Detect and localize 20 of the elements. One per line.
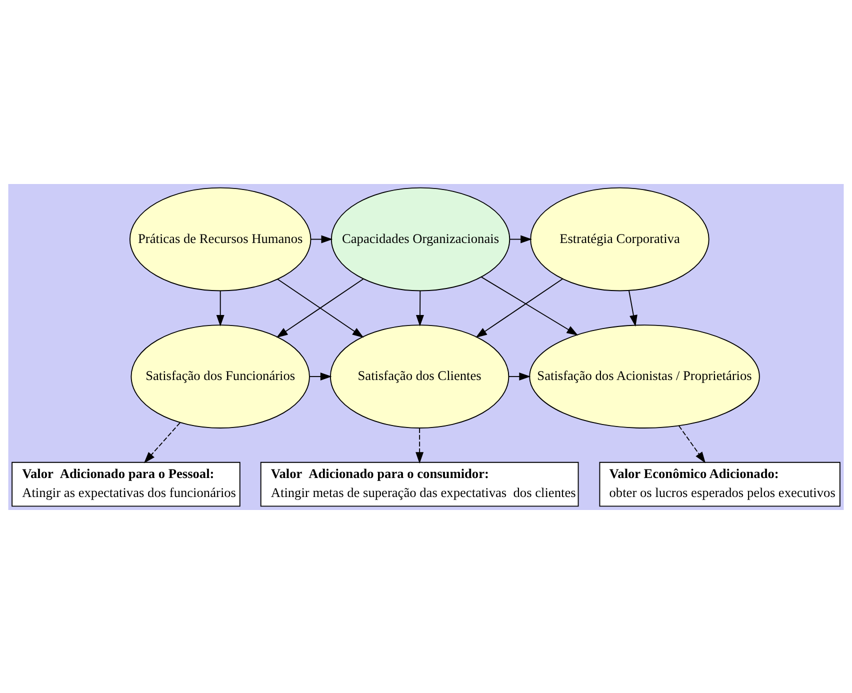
node-ellipse: Práticas de Recursos Humanos bbox=[129, 186, 312, 291]
node-ellipse: Satisfação dos Clientes bbox=[330, 324, 510, 428]
arrow bbox=[678, 424, 706, 463]
arrow bbox=[216, 290, 224, 326]
node-ellipse: Capacidades Organizacionais bbox=[330, 186, 510, 291]
arrow bbox=[480, 276, 578, 335]
node-box: Valor Adicionado para o consumidor: Atingir metas de superação das expectativas dos clientes bbox=[260, 461, 579, 506]
node-box: Valor Adicionado para o Pessoal: Atingir as expectativas dos funcionários bbox=[12, 461, 240, 506]
node-ellipse: Estratégia Corporativa bbox=[530, 186, 710, 291]
arrow bbox=[510, 234, 532, 243]
arrow bbox=[508, 372, 531, 380]
node-box: Valor Econômico Adicionado: obter os lucros esperados pelos executivos bbox=[599, 461, 840, 506]
arrow bbox=[309, 372, 332, 380]
node-ellipse: Satisfação dos Funcionários bbox=[130, 324, 310, 428]
arrow bbox=[628, 290, 638, 326]
arrow bbox=[476, 278, 564, 338]
arrow bbox=[416, 290, 424, 326]
arrow bbox=[144, 422, 181, 463]
arrow bbox=[416, 427, 424, 464]
arrow bbox=[310, 234, 333, 243]
